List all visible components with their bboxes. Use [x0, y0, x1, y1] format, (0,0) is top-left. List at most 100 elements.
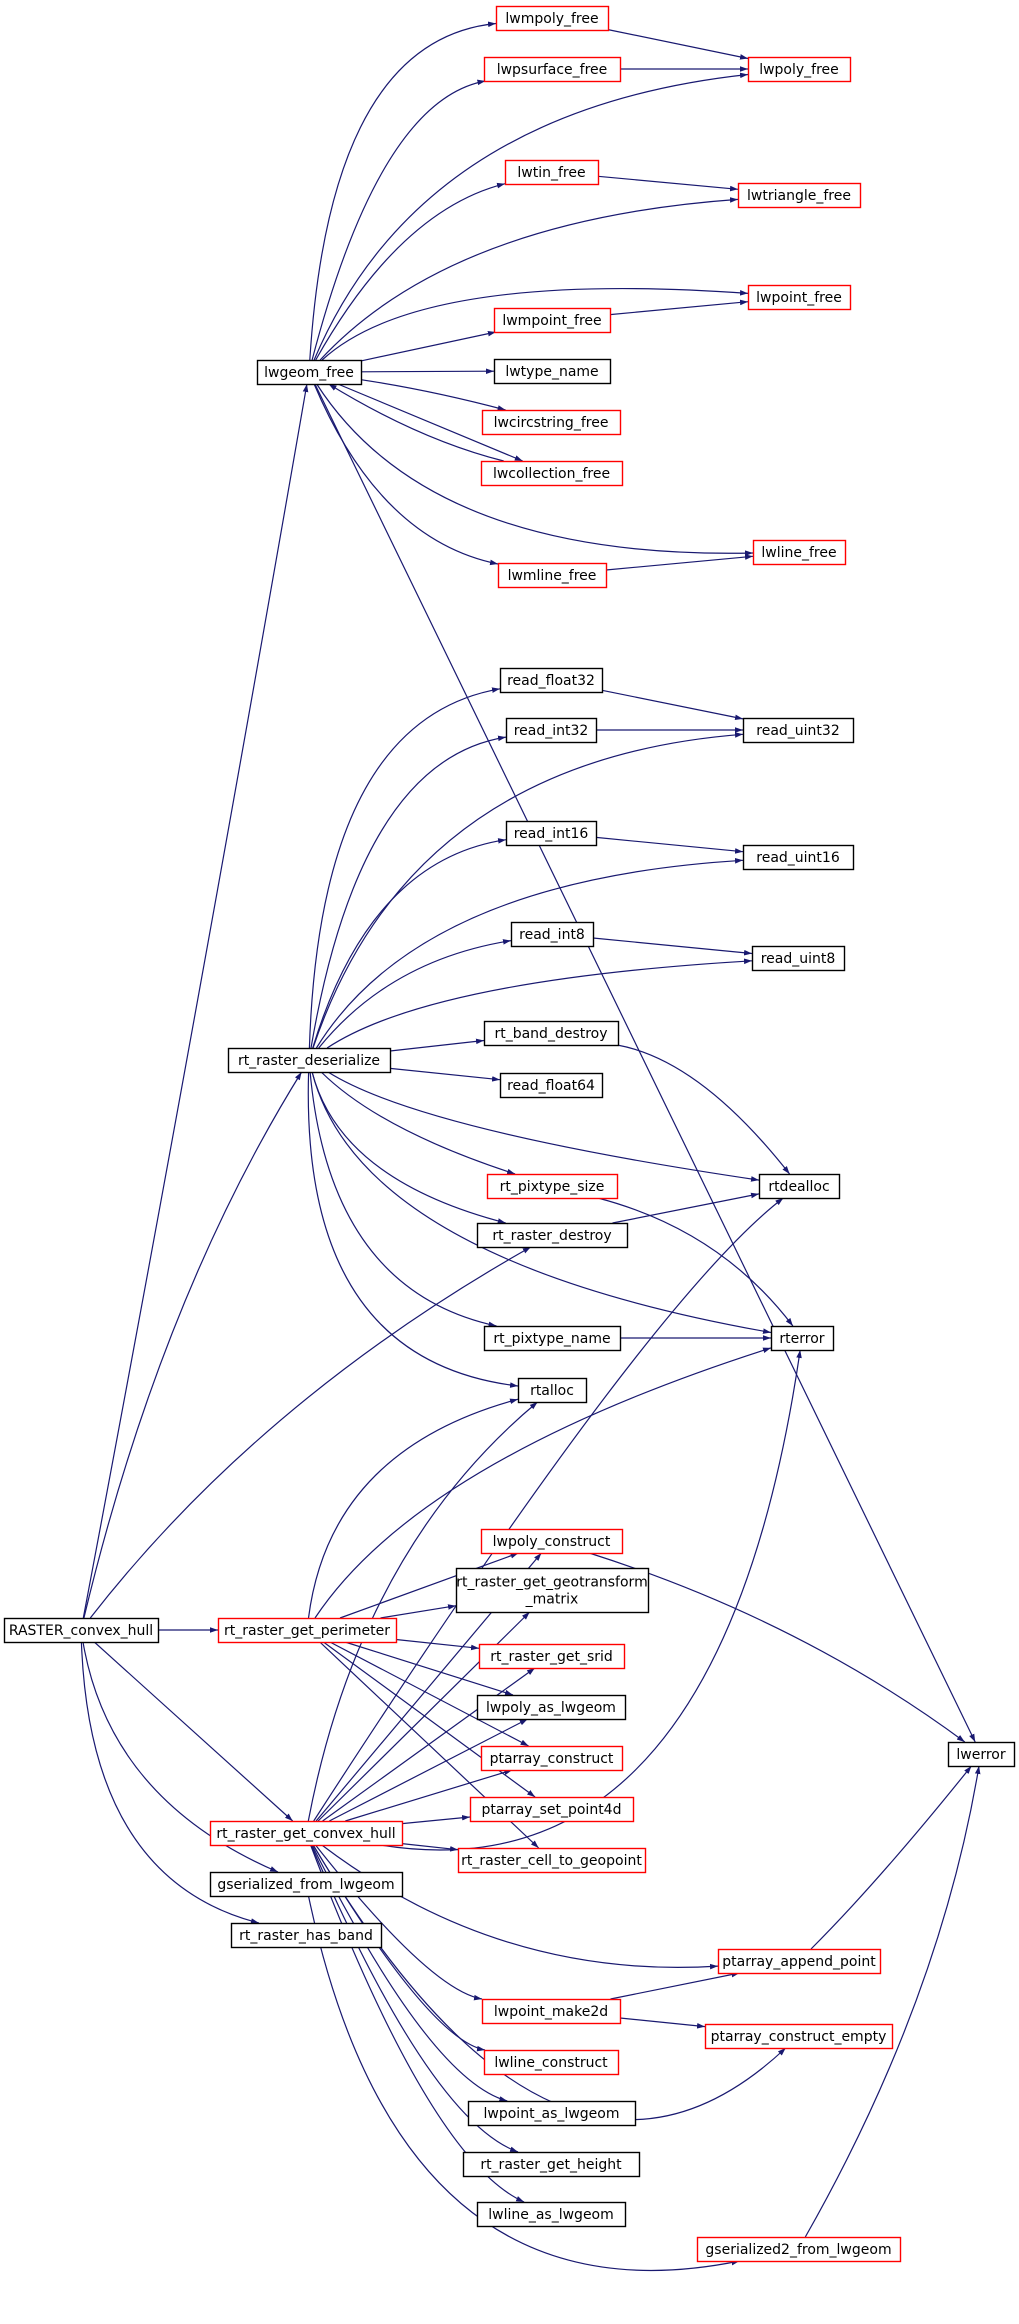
nodes: RASTER_convex_hull lwgeom_free lwmpoly_fre…: [3, 5, 1016, 2263]
edge-gserialized_from_lwgeom-to-gserialized2_from_lwgeom: [307, 1895, 740, 2272]
node-label: rt_raster_get_height: [480, 2157, 622, 2173]
node-label: lwline_construct: [494, 2055, 608, 2071]
node-label: rt_raster_get_perimeter: [224, 1623, 390, 1639]
node-rt_raster_has_band[interactable]: rt_raster_has_band: [230, 1922, 383, 1949]
node-rt_raster_get_perimeter[interactable]: rt_raster_get_perimeter: [217, 1617, 398, 1644]
node-box: [455, 1567, 650, 1614]
node-label: read_float32: [507, 673, 595, 689]
node-box: [947, 1741, 1016, 1768]
node-lwline_as_lwgeom[interactable]: lwline_as_lwgeom: [476, 2201, 627, 2228]
node-lwtin_free[interactable]: lwtin_free: [504, 159, 600, 186]
node-label: rterror: [779, 1331, 824, 1347]
node-rt_band_destroy[interactable]: rt_band_destroy: [483, 1020, 620, 1047]
edge-lwpoint_make2d-to-ptarray_append_point: [610, 1971, 740, 2000]
node-read_int16[interactable]: read_int16: [505, 820, 598, 847]
node-label: rt_pixtype_name: [493, 1331, 610, 1347]
node-box: [469, 1796, 635, 1823]
node-box: [483, 1020, 620, 1047]
node-lwcircstring_free[interactable]: lwcircstring_free: [481, 409, 622, 436]
node-lwmline_free[interactable]: lwmline_free: [497, 562, 608, 589]
node-lwpoly_construct[interactable]: lwpoly_construct: [480, 1528, 624, 1555]
node-label: lwgeom_free: [264, 365, 354, 381]
edge-lwgeom_free-to-lwpsurface_free: [311, 79, 486, 361]
node-rt_raster_get_geotransform_matrix[interactable]: rt_raster_get_geotransform_matrix: [455, 1567, 650, 1614]
node-rt_raster_deserialize[interactable]: rt_raster_deserialize: [227, 1047, 392, 1074]
node-rt_raster_destroy[interactable]: rt_raster_destroy: [476, 1222, 629, 1249]
edge-rt_raster_get_perimeter-to-rterror: [314, 1347, 772, 1619]
node-lwpoint_as_lwgeom[interactable]: lwpoint_as_lwgeom: [467, 2100, 637, 2127]
node-lwmpoly_free[interactable]: lwmpoly_free: [495, 5, 610, 32]
node-ptarray_construct[interactable]: ptarray_construct: [480, 1745, 624, 1772]
node-rt_raster_get_height[interactable]: rt_raster_get_height: [462, 2151, 641, 2178]
node-lwline_construct[interactable]: lwline_construct: [483, 2049, 620, 2076]
node-read_uint16[interactable]: read_uint16: [742, 844, 855, 871]
node-rt_raster_cell_to_geopoint[interactable]: rt_raster_cell_to_geopoint: [457, 1847, 647, 1874]
node-lwpoint_make2d[interactable]: lwpoint_make2d: [481, 1998, 622, 2025]
node-rt_raster_get_convex_hull[interactable]: rt_raster_get_convex_hull: [209, 1820, 404, 1847]
node-lwtype_name[interactable]: lwtype_name: [493, 358, 612, 385]
edge-rt_raster_destroy-to-rtdealloc: [612, 1192, 760, 1224]
node-rt_raster_get_srid[interactable]: rt_raster_get_srid: [478, 1643, 626, 1670]
node-rterror[interactable]: rterror: [770, 1325, 835, 1352]
node-read_int32[interactable]: read_int32: [505, 717, 598, 744]
node-label: lwline_free: [761, 545, 836, 561]
node-ptarray_append_point[interactable]: ptarray_append_point: [717, 1948, 882, 1975]
node-label: lwpoly_construct: [493, 1534, 611, 1550]
node-read_uint32[interactable]: read_uint32: [742, 717, 855, 744]
node-lwpoly_as_lwgeom[interactable]: lwpoly_as_lwgeom: [476, 1694, 627, 1721]
node-label: lwpoint_as_lwgeom: [484, 2106, 620, 2122]
edge-rt_band_destroy-to-rtdealloc: [617, 1044, 791, 1175]
node-box: [230, 1922, 383, 1949]
node-lwtriangle_free[interactable]: lwtriangle_free: [737, 182, 862, 209]
node-box: [505, 820, 598, 847]
edge-rt_raster_deserialize-to-rtalloc: [307, 1071, 519, 1388]
node-ptarray_construct_empty[interactable]: ptarray_construct_empty: [704, 2023, 894, 2050]
edge-rt_raster_get_convex_hull-to-lwpoint_as_lwgeom: [311, 1844, 508, 2102]
edge-rt_raster_deserialize-to-read_uint16: [315, 857, 744, 1049]
node-label: gserialized2_from_lwgeom: [705, 2242, 891, 2258]
node-lwpoint_free[interactable]: lwpoint_free: [747, 284, 852, 311]
edge-rt_raster_get_perimeter-to-rt_raster_get_geotransform_matrix: [380, 1604, 457, 1619]
node-raster_convex_hull[interactable]: RASTER_convex_hull: [3, 1617, 160, 1644]
edge-lwgeom_free-to-lwcollection_free: [337, 383, 523, 462]
node-read_float32[interactable]: read_float32: [499, 667, 604, 694]
node-lwerror[interactable]: lwerror: [947, 1741, 1016, 1768]
node-box: [209, 1820, 404, 1847]
edge-raster_convex_hull-to-rt_raster_destroy: [89, 1246, 532, 1619]
node-label: lwpoly_as_lwgeom: [486, 1700, 616, 1716]
edge-raster_convex_hull-to-lwgeom_free: [82, 383, 309, 1619]
node-lwcollection_free[interactable]: lwcollection_free: [480, 460, 624, 487]
node-label: rt_band_destroy: [494, 1026, 607, 1042]
node-read_uint8[interactable]: read_uint8: [751, 945, 846, 972]
node-label: lwpoint_make2d: [494, 2004, 608, 2020]
node-label: rt_raster_get_convex_hull: [216, 1826, 395, 1842]
node-lwpoly_free[interactable]: lwpoly_free: [747, 56, 852, 83]
node-ptarray_set_point4d[interactable]: ptarray_set_point4d: [469, 1796, 635, 1823]
node-gserialized_from_lwgeom[interactable]: gserialized_from_lwgeom: [209, 1871, 404, 1898]
node-rtdealloc[interactable]: rtdealloc: [758, 1173, 841, 1200]
node-read_float64[interactable]: read_float64: [499, 1072, 604, 1099]
node-gserialized2_from_lwgeom[interactable]: gserialized2_from_lwgeom: [696, 2236, 902, 2263]
node-box: [493, 358, 612, 385]
edge-lwgeom_free-to-lwmline_free: [313, 383, 499, 566]
node-lwpsurface_free[interactable]: lwpsurface_free: [483, 56, 622, 83]
node-rtalloc[interactable]: rtalloc: [517, 1377, 588, 1404]
node-read_int8[interactable]: read_int8: [510, 921, 595, 948]
node-box: [499, 1072, 604, 1099]
node-lwline_free[interactable]: lwline_free: [752, 539, 847, 566]
edge-lwgeom_free-to-lwmpoint_free: [360, 330, 497, 362]
edge-rt_raster_deserialize-to-rterror: [311, 1071, 772, 1334]
node-lwmpoint_free[interactable]: lwmpoint_free: [493, 307, 612, 334]
edge-lwmline_free-to-lwline_free: [605, 554, 754, 571]
node-lwgeom_free[interactable]: lwgeom_free: [256, 359, 363, 386]
node-label: lwpsurface_free: [497, 62, 608, 78]
node-rt_pixtype_name[interactable]: rt_pixtype_name: [483, 1325, 622, 1352]
node-label: rtalloc: [530, 1383, 574, 1399]
edge-lwgeom_free-to-lwmpoly_free: [309, 21, 497, 361]
node-label: ptarray_append_point: [722, 1954, 876, 1970]
node-rt_pixtype_size[interactable]: rt_pixtype_size: [486, 1173, 619, 1200]
edge-rt_raster_deserialize-to-rtdealloc: [327, 1071, 760, 1182]
edge-lwmpoly_free-to-lwpoly_free: [607, 29, 749, 60]
edge-lwtin_free-to-lwtriangle_free: [597, 175, 739, 192]
node-label: lwmline_free: [508, 568, 597, 584]
